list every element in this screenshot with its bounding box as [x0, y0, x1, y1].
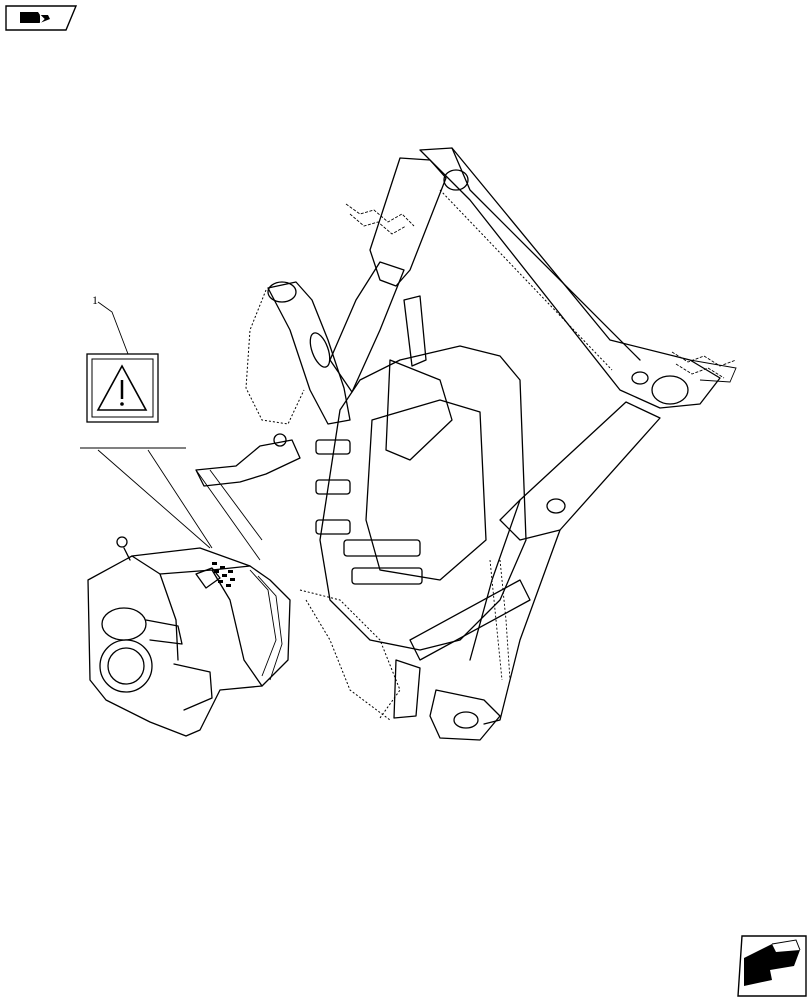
decal-pointer-line: [97, 449, 211, 549]
three-point-linkage: [195, 147, 737, 741]
rear-housing-inset: [87, 536, 291, 737]
callout-number-1: 1: [92, 293, 98, 307]
next-page-arrow-icon[interactable]: [737, 935, 807, 997]
decal-pointer-line: [147, 449, 213, 549]
callout-leader: [97, 301, 129, 355]
warning-decal: [86, 353, 159, 423]
book-pointing-hand-icon[interactable]: [5, 5, 78, 31]
